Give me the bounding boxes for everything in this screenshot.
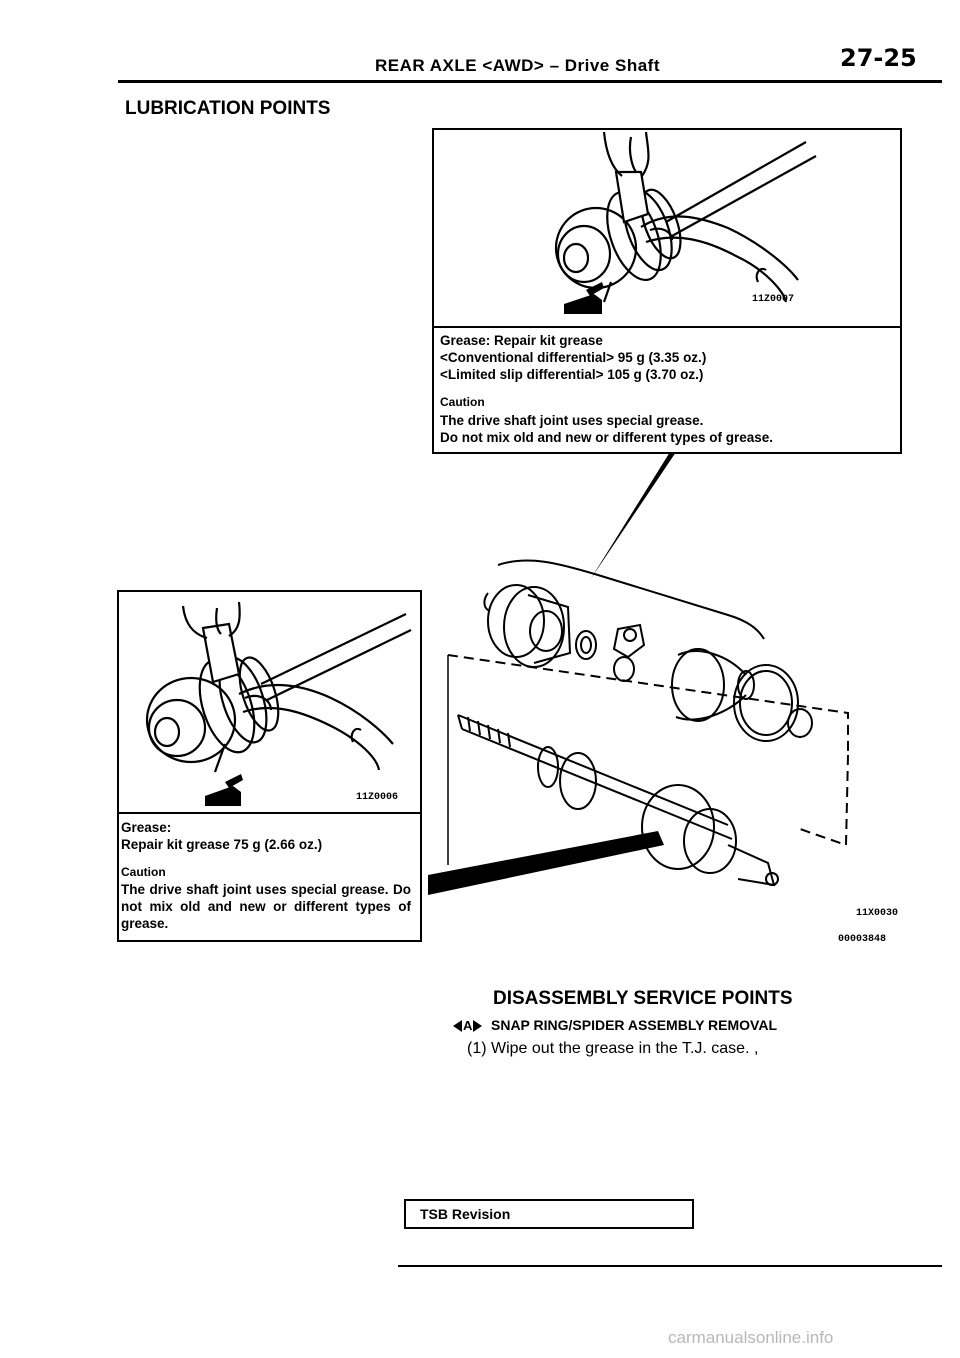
- service-marker-letter: A: [463, 1018, 473, 1033]
- exploded-figure-ref: 00003848: [838, 934, 887, 945]
- bottom-rule: [398, 1265, 942, 1267]
- left-caution-text: The drive shaft joint uses special greas…: [121, 882, 411, 931]
- left-grease-line: Repair kit grease 75 g (2.66 oz.): [121, 837, 323, 852]
- step-1-text: (1) Wipe out the grease in the T.J. case…: [467, 1040, 759, 1057]
- site-watermark: carmanualsonline.info: [668, 1328, 834, 1347]
- top-figure-divider: [432, 326, 902, 328]
- triangle-right-icon: [473, 1019, 483, 1032]
- top-caution-label: Caution: [440, 395, 485, 409]
- tsb-revision-label: TSB Revision: [420, 1206, 511, 1222]
- disassembly-title: DISASSEMBLY SERVICE POINTS: [493, 988, 793, 1009]
- left-grease-label: Grease:: [121, 820, 172, 835]
- section-header: REAR AXLE <AWD> – Drive Shaft: [375, 56, 660, 75]
- top-grease-line3: <Limited slip differential> 105 g (3.70 …: [440, 367, 704, 382]
- left-figure-divider: [117, 812, 422, 814]
- top-grease-line2: <Conventional differential> 95 g (3.35 o…: [440, 350, 707, 365]
- top-caution-line2: Do not mix old and new or different type…: [440, 430, 774, 445]
- lubrication-title: LUBRICATION POINTS: [125, 98, 331, 119]
- top-figure-code: 11Z0007: [752, 294, 795, 305]
- callout-pointer: [590, 452, 676, 580]
- service-marker: A: [453, 1018, 483, 1033]
- tsb-revision-box: [404, 1199, 694, 1229]
- top-figure-box: [432, 128, 902, 454]
- top-grease-line1: Grease: Repair kit grease: [440, 333, 603, 348]
- grease-gun-icon: [564, 282, 604, 314]
- snap-ring-subtitle: SNAP RING/SPIDER ASSEMBLY REMOVAL: [491, 1017, 778, 1033]
- top-caution-line1: The drive shaft joint uses special greas…: [440, 413, 704, 428]
- left-caution-label: Caution: [121, 865, 166, 879]
- triangle-left-icon: [453, 1019, 462, 1032]
- header-rule: [118, 80, 942, 83]
- grease-gun-icon: [205, 774, 243, 806]
- left-joint-illustration: [121, 594, 418, 810]
- page-number: 27-25: [840, 44, 917, 72]
- left-figure-code: 11Z0006: [356, 792, 399, 803]
- top-joint-illustration: [436, 132, 898, 324]
- exploded-figure-code: 11X0030: [856, 908, 899, 919]
- exploded-drive-shaft-illustration: [428, 545, 948, 905]
